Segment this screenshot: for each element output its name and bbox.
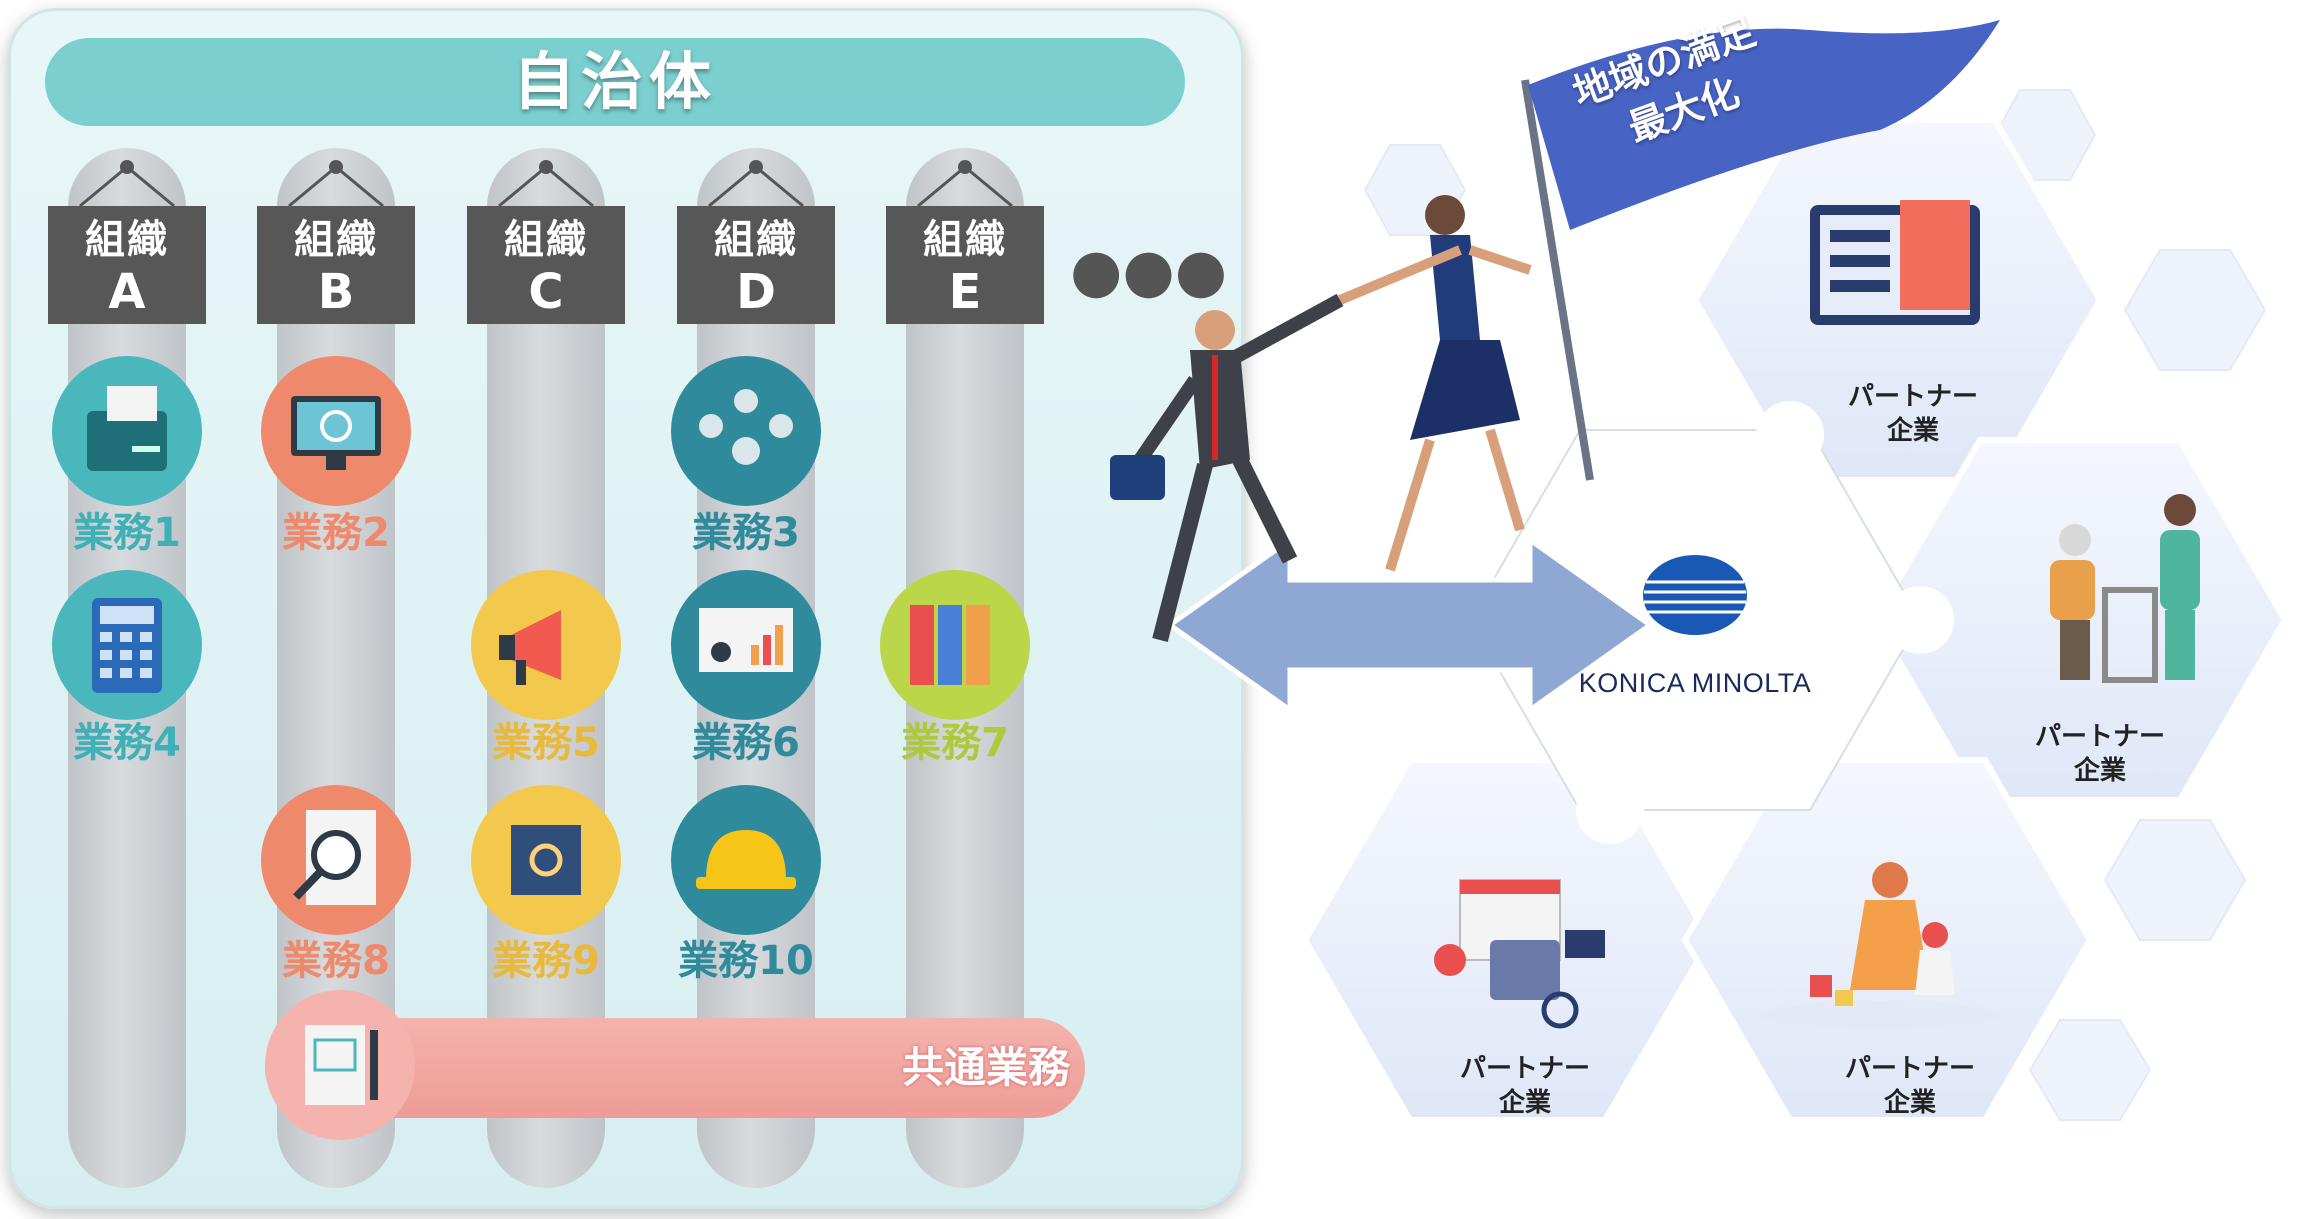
org-sign-letter: B [317,264,355,320]
partner-label-line2: 企業 [2073,756,2126,786]
magnifier-document-icon [293,810,376,905]
profile-screen-icon [1810,200,1980,325]
calculator-calendar-icon [1434,879,1605,1029]
calculator-icon [92,598,162,693]
task-3-circle [671,356,821,506]
org-sign-label: 組織 [923,217,1007,263]
common-task-circle [265,990,415,1140]
climbing-people-illustration [1110,195,1532,642]
org-sign-letter: A [108,264,146,320]
task-label: 業務9 [492,938,600,984]
task-4-circle [52,570,202,720]
task-label: 業務8 [282,938,390,984]
task-5-circle [471,570,621,720]
partner-label-line1: パートナー [1847,382,1978,412]
task-1-circle [52,356,202,506]
partner-label-line1: パートナー [1844,1054,1975,1084]
more-orgs-ellipsis: ●●● [1070,236,1228,306]
form-pen-icon [305,1025,378,1105]
task-label: 業務5 [492,720,600,766]
org-sign-label: 組織 [294,217,378,263]
partner-label-line2: 企業 [1886,416,1939,446]
task-label: 業務6 [692,720,800,766]
common-task-label: 共通業務 [901,1043,1070,1092]
monitor-gear-icon [291,396,381,470]
org-sign-letter: C [528,264,564,320]
org-sign-letter: D [736,264,776,320]
sign-wires [79,165,1013,208]
partner-label-bottom-left: パートナー 企業 [1405,1052,1645,1120]
task-label: 業務3 [692,510,800,556]
partner-network-graphic [1110,20,2289,1123]
task-8-circle [261,785,411,935]
title-bar [45,38,1185,126]
task-label: 業務2 [282,510,390,556]
partner-label-line1: パートナー [2034,722,2165,752]
fax-machine-icon [87,386,167,471]
partner-label-line2: 企業 [1883,1088,1936,1118]
org-sign-label: 組織 [714,217,798,263]
org-sign-d: 組織 D [677,206,835,324]
presentation-board-icon [699,608,793,672]
org-sign-b: 組織 B [257,206,415,324]
partner-label-line2: 企業 [1498,1088,1551,1118]
task-7-circle [880,570,1030,720]
task-label: 業務1 [73,510,181,556]
org-sign-e: 組織 E [886,206,1044,324]
people-network-icon [699,389,793,465]
task-9-circle [471,785,621,935]
hard-hat-icon [696,830,796,889]
konica-minolta-logo-mark [1643,555,1747,635]
konica-minolta-logo-text: KONICA MINOLTA [1578,668,1812,698]
panel-title: 自治体 [512,45,717,118]
task-10-circle [671,785,821,935]
double-arrow [1165,535,1655,715]
binders-icon [910,605,990,685]
caregiver-elder-icon [2050,494,2200,683]
task-label: 業務4 [73,720,181,766]
partner-label-line1: パートナー [1459,1054,1590,1084]
org-sign-a: 組織 A [48,206,206,324]
org-sign-label: 組織 [85,217,169,263]
org-sign-c: 組織 C [467,206,625,324]
task-label: 業務7 [901,720,1009,766]
flag [1528,20,2000,230]
org-sign-label: 組織 [504,217,588,263]
task-2-circle [261,356,411,506]
mother-child-icon [1760,862,2000,1029]
partner-label-right: パートナー 企業 [1980,720,2220,788]
org-sign-letter: E [948,264,982,320]
task-6-circle [671,570,821,720]
partner-label-bottom-right: パートナー 企業 [1790,1052,2030,1120]
partner-label-top: パートナー 企業 [1793,380,2033,448]
chip-gear-icon [511,825,581,895]
megaphone-icon [499,610,561,685]
task-label: 業務10 [678,938,814,984]
